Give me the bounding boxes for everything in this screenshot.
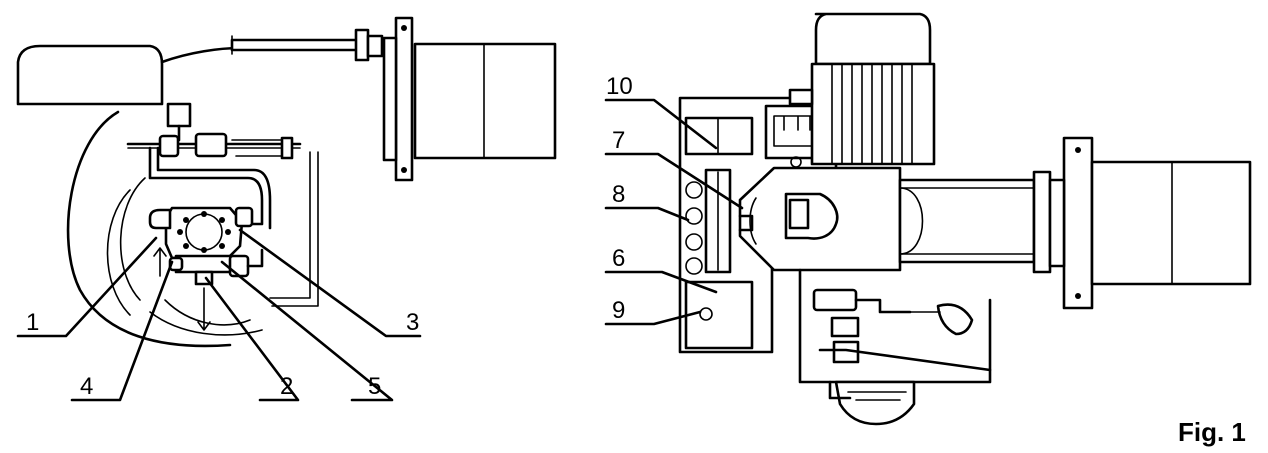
left-leader-lines — [16, 228, 422, 402]
right-leader-lines — [604, 98, 744, 326]
callout-2: 2 — [280, 373, 293, 400]
callout-6: 6 — [612, 245, 625, 272]
callout-8: 8 — [612, 181, 625, 208]
callout-9: 9 — [612, 297, 625, 324]
callout-3: 3 — [406, 309, 419, 336]
callout-10: 10 — [606, 73, 633, 100]
callout-7: 7 — [612, 127, 625, 154]
callout-4: 4 — [80, 373, 93, 400]
callout-1: 1 — [26, 309, 39, 336]
right-callouts: 10 7 8 6 9 — [606, 73, 633, 324]
left-callouts: 1 3 4 2 5 — [26, 309, 419, 400]
callout-5: 5 — [368, 373, 381, 400]
right-burner-drawing — [678, 12, 1252, 426]
figure-caption: Fig. 1 — [1178, 417, 1246, 447]
left-burner-drawing — [16, 16, 557, 348]
